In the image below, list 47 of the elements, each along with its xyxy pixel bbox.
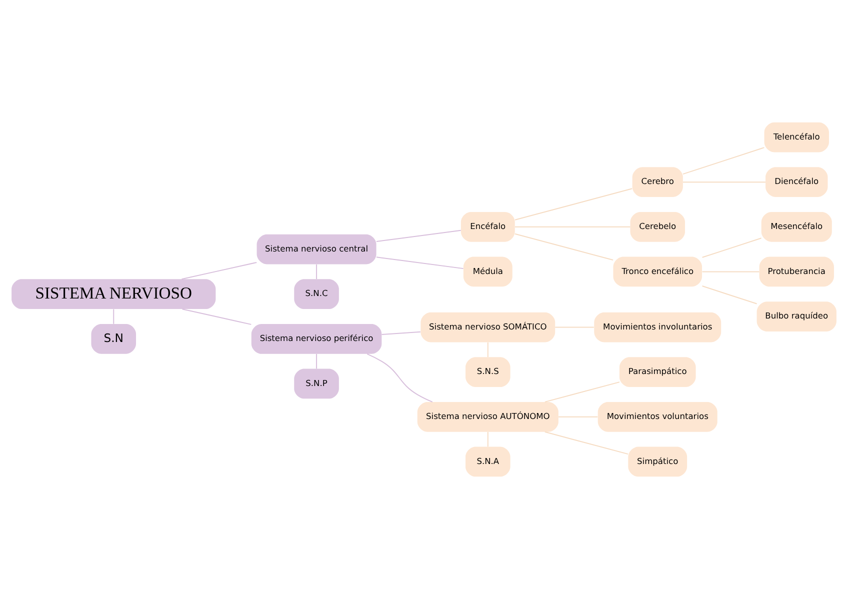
- connector: [554, 326, 594, 328]
- node-box: S.N.S: [466, 357, 510, 388]
- connector: [514, 188, 633, 220]
- connector: [113, 308, 114, 324]
- connector: [702, 271, 760, 272]
- node-box: Telencéfalo: [764, 122, 829, 152]
- connector: [514, 226, 631, 228]
- connector: [514, 233, 614, 261]
- connector: [182, 308, 252, 325]
- node-box: Médula: [463, 256, 512, 287]
- connector: [316, 264, 318, 280]
- node-box: Movimientos voluntarios: [598, 402, 718, 432]
- node-box: Bulbo raquídeo: [756, 302, 836, 332]
- node-box: Parasimpático: [619, 357, 696, 388]
- connector: [376, 256, 464, 270]
- connector: [682, 182, 766, 183]
- connector: [381, 331, 421, 336]
- connector: [702, 286, 758, 304]
- connector: [316, 354, 318, 370]
- connector: [702, 238, 762, 258]
- node-box: Sistema nervioso AUTÓNOMO: [417, 402, 558, 432]
- connector: [544, 382, 620, 402]
- node-box: Cerebelo: [630, 212, 685, 242]
- node-box: Sistema nervioso periférico: [251, 324, 382, 354]
- connector: [376, 230, 462, 242]
- node-box: Movimientos involuntarios: [594, 312, 722, 342]
- connector: [181, 262, 258, 280]
- connector: [558, 416, 598, 418]
- node-box: Cerebro: [632, 167, 683, 197]
- connector: [682, 147, 765, 175]
- connector: [487, 342, 488, 358]
- node-box: Sistema nervioso central: [256, 234, 376, 264]
- node-box: Simpático: [628, 446, 688, 477]
- node-box: S.N.A: [466, 446, 510, 477]
- connector: [366, 353, 433, 402]
- node-box: S.N.P: [294, 368, 339, 399]
- node-box: SISTEMA NERVIOSO: [12, 279, 216, 310]
- node-box: Mesencéfalo: [761, 212, 832, 242]
- node-box: S.N.C: [294, 279, 339, 310]
- node-box: Protuberancia: [759, 256, 834, 287]
- node-box: Diencéfalo: [766, 167, 828, 197]
- node-box: Encéfalo: [460, 212, 515, 242]
- node-box: S.N: [91, 324, 136, 354]
- node-box: Sistema nervioso SOMÁTICO: [420, 312, 556, 342]
- node-box: Tronco encefálico: [613, 256, 702, 287]
- connector: [544, 431, 628, 455]
- connector: [487, 432, 488, 448]
